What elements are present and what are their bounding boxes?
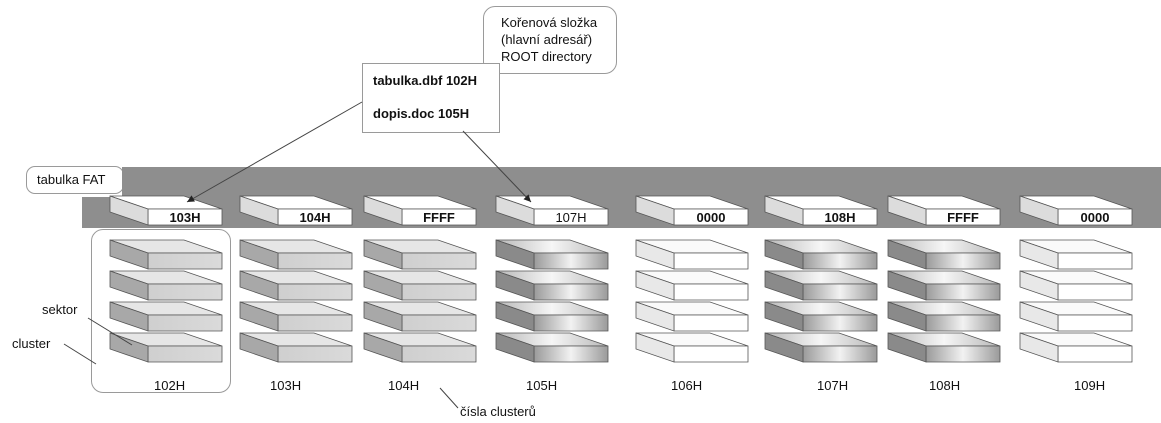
sector-slab bbox=[1019, 239, 1133, 270]
fat-entry-slab bbox=[764, 195, 878, 226]
sector-slab bbox=[887, 332, 1001, 363]
sector-slab bbox=[363, 239, 477, 270]
fat-label: tabulka FAT bbox=[37, 172, 106, 187]
sector-slab bbox=[764, 270, 878, 301]
cluster-highlight-box bbox=[91, 229, 231, 393]
sector-slab bbox=[495, 270, 609, 301]
arrow-tabulka-to-fat-head bbox=[187, 195, 195, 202]
cluster-number: 103H bbox=[270, 378, 302, 393]
fat-band-top bbox=[122, 167, 1161, 199]
cluster-number: 102H bbox=[154, 378, 186, 393]
sector-slab bbox=[239, 270, 353, 301]
fat-entry-value: 107H bbox=[555, 210, 586, 225]
sector-slab bbox=[1019, 332, 1133, 363]
cluster-label: cluster bbox=[12, 336, 51, 351]
sector-slab bbox=[635, 332, 749, 363]
fat-label-callout: tabulka FAT bbox=[26, 166, 124, 194]
sektor-label: sektor bbox=[42, 302, 78, 317]
fat-entry-value: 104H bbox=[299, 210, 330, 225]
fat-entry-value: FFFF bbox=[423, 210, 455, 225]
sector-slab bbox=[635, 270, 749, 301]
sector-slab bbox=[635, 239, 749, 270]
sector-slab bbox=[363, 270, 477, 301]
sector-slab bbox=[239, 239, 353, 270]
cluster-number: 104H bbox=[388, 378, 420, 393]
fat-entry-value: 108H bbox=[824, 210, 855, 225]
sector-slab bbox=[764, 301, 878, 332]
directory-entry-dopis: dopis.doc 105H bbox=[373, 106, 470, 121]
sector-slab bbox=[1019, 270, 1133, 301]
cluster-number: 105H bbox=[526, 378, 558, 393]
root-callout-line2: (hlavní adresář) bbox=[501, 32, 593, 47]
root-callout-line1: Kořenová složka bbox=[501, 15, 598, 30]
sector-slab bbox=[764, 239, 878, 270]
root-directory-callout: Kořenová složka (hlavní adresář) ROOT di… bbox=[483, 6, 617, 74]
sector-slab bbox=[495, 332, 609, 363]
sector-slab bbox=[239, 301, 353, 332]
cluster-number: 106H bbox=[671, 378, 703, 393]
leader-cluster-numbers bbox=[439, 387, 459, 409]
directory-entry-tabulka: tabulka.dbf 102H bbox=[373, 73, 478, 88]
sector-slab bbox=[887, 270, 1001, 301]
cluster-number: 107H bbox=[817, 378, 849, 393]
fat-entry-slab bbox=[495, 195, 609, 226]
fat-entry-slab bbox=[109, 195, 223, 226]
sector-slab bbox=[1019, 301, 1133, 332]
sector-slab bbox=[495, 239, 609, 270]
sector-slab bbox=[635, 301, 749, 332]
fat-entry-slab bbox=[363, 195, 477, 226]
arrow-tabulka-to-fat bbox=[186, 101, 363, 203]
arrow-dopis-to-fat bbox=[462, 130, 532, 203]
fat-entry-slab bbox=[239, 195, 353, 226]
root-callout-line3: ROOT directory bbox=[501, 49, 592, 64]
cluster-number: 108H bbox=[929, 378, 961, 393]
fat-band bbox=[82, 197, 1161, 228]
fat-entry-value: 0000 bbox=[1081, 210, 1110, 225]
sector-slab bbox=[887, 301, 1001, 332]
sector-slab bbox=[887, 239, 1001, 270]
sector-slab bbox=[239, 332, 353, 363]
arrow-dopis-to-fat-head bbox=[523, 194, 531, 202]
fat-entry-slab bbox=[635, 195, 749, 226]
fat-entry-slab bbox=[887, 195, 1001, 226]
fat-entry-value: 103H bbox=[169, 210, 200, 225]
sector-slab bbox=[363, 332, 477, 363]
sector-slab bbox=[363, 301, 477, 332]
fat-entry-value: FFFF bbox=[947, 210, 979, 225]
fat-entry-value: 0000 bbox=[697, 210, 726, 225]
cluster-number: 109H bbox=[1074, 378, 1106, 393]
sector-slab bbox=[495, 301, 609, 332]
fat-entry-slab bbox=[1019, 195, 1133, 226]
sector-slab bbox=[764, 332, 878, 363]
directory-entries-box: tabulka.dbf 102H dopis.doc 105H bbox=[362, 63, 500, 133]
cluster-numbers-label: čísla clusterů bbox=[460, 404, 536, 419]
